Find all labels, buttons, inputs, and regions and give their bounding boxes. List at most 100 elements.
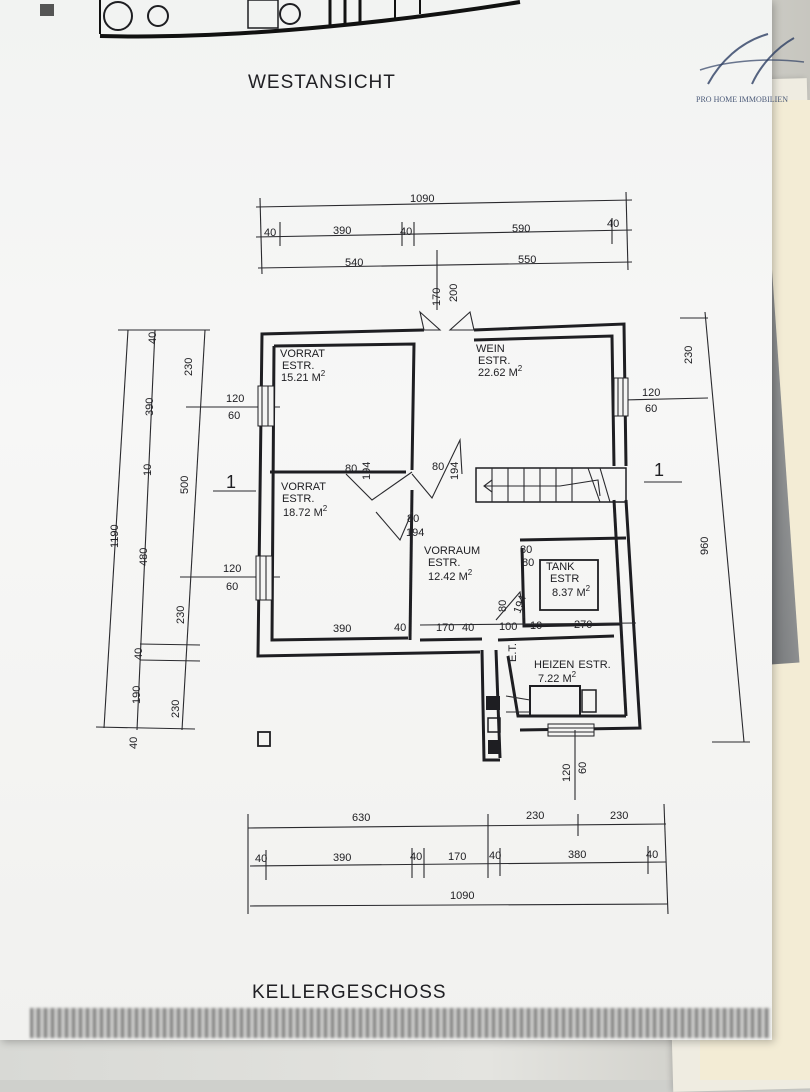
elevation-title: WESTANSICHT <box>248 72 396 93</box>
dim-top2-b: 550 <box>518 254 536 266</box>
dim-bot2-170: 170 <box>448 851 466 863</box>
dim-int-10: 10 <box>530 620 542 632</box>
dim-win-r-60: 60 <box>645 403 657 415</box>
doors <box>345 310 525 621</box>
room-floor: ESTR <box>550 573 579 585</box>
left-dimensions <box>95 329 280 731</box>
dim-top2-a: 540 <box>345 257 363 269</box>
dim-left-total: 1190 <box>109 524 121 548</box>
room-vorrat-1: VORRAT ESTR. 15.21 M2 <box>280 348 326 384</box>
bottom-dimensions <box>247 803 669 915</box>
room-area: 22.62 M2 <box>478 364 523 379</box>
dim-door1-194: 194 <box>361 462 373 480</box>
dim-left-40a: 40 <box>147 332 159 344</box>
room-name: WEIN <box>476 343 505 355</box>
dim-heat-60: 60 <box>577 762 589 774</box>
dim-int-390: 390 <box>333 623 351 635</box>
int-dim-line <box>419 622 637 626</box>
dim-door2-80: 80 <box>432 461 444 473</box>
room-name: VORRAUM <box>424 545 480 557</box>
dim-left-480: 480 <box>138 548 150 566</box>
dim-win-l2-120: 120 <box>223 563 241 575</box>
dim-bot1-230b: 230 <box>610 810 628 822</box>
dim-bot2-40c: 40 <box>489 850 501 862</box>
dim-win-l2-60: 60 <box>226 581 238 593</box>
room-area: 7.22 M2 <box>538 670 577 685</box>
room-area: 12.42 M2 <box>428 568 473 583</box>
et-label: E.T. <box>507 643 519 662</box>
dim-left2-500: 500 <box>179 476 191 494</box>
room-wein: WEIN ESTR. 22.62 M2 <box>476 343 523 379</box>
dim-int-270: 270 <box>574 619 592 631</box>
dim-left-40b: 40 <box>133 648 145 660</box>
dim-left-40c: 40 <box>128 737 140 749</box>
dim-bot1-630: 630 <box>352 812 370 824</box>
dim-door4-194: 194 <box>512 594 530 615</box>
room-name: VORRAT <box>280 348 325 360</box>
dim-top-c: 40 <box>400 226 412 238</box>
dim-top-total: 1090 <box>410 193 434 205</box>
tank-and-boiler <box>257 559 599 754</box>
dim-win-l1-120: 120 <box>226 393 244 405</box>
elevation-drawing-remnant <box>40 0 521 39</box>
top-dimensions <box>255 191 633 310</box>
room-vorraum: VORRAUM ESTR. 12.42 M2 <box>424 545 480 583</box>
dim-door4-80: 80 <box>497 600 509 612</box>
floor-title: KELLERGESCHOSS <box>252 982 447 1003</box>
dim-top-b: 390 <box>333 225 351 237</box>
room-area: 8.37 M2 <box>552 584 591 599</box>
room-tank: TANK ESTR 8.37 M2 <box>546 561 591 599</box>
windows <box>255 377 629 737</box>
dim-tank-80b: 80 <box>522 557 534 569</box>
section-marker-right: 1 <box>654 460 664 480</box>
dim-left-190: 190 <box>131 686 143 704</box>
dim-bot2-380: 380 <box>568 849 586 861</box>
dim-win-r-120: 120 <box>642 387 660 399</box>
copy-smudge <box>30 1008 770 1038</box>
dim-int-40a: 40 <box>394 622 406 634</box>
room-floor: ESTR. <box>282 493 314 505</box>
dim-door-200: 200 <box>448 284 460 302</box>
room-floor: ESTR. <box>282 360 314 372</box>
room-area: 18.72 M2 <box>283 504 328 519</box>
dim-door3-194: 194 <box>406 527 424 539</box>
room-vorrat-2: VORRAT ESTR. 18.72 M2 <box>281 481 328 519</box>
dim-win-l1-60: 60 <box>228 410 240 422</box>
room-floor: ESTR. <box>428 557 460 569</box>
dim-top-a: 40 <box>264 227 276 239</box>
room-name: VORRAT <box>281 481 326 493</box>
dim-top-d: 590 <box>512 223 530 235</box>
dim-right-960: 960 <box>699 537 711 555</box>
dim-heat-120: 120 <box>561 764 573 782</box>
dim-left2-230c: 230 <box>170 700 182 718</box>
room-name: TANK <box>546 561 575 573</box>
watermark-text: PRO HOME IMMOBILIEN <box>696 95 788 104</box>
dim-bot3-1090: 1090 <box>450 890 474 902</box>
dim-bot2-40d: 40 <box>646 849 658 861</box>
dim-int-40b: 40 <box>462 622 474 634</box>
section-marker-left: 1 <box>226 472 236 492</box>
right-dimensions <box>621 311 750 743</box>
dim-bot1-230a: 230 <box>526 810 544 822</box>
dim-int-100: 100 <box>499 621 517 633</box>
room-floor: ESTR. <box>478 355 510 367</box>
dim-top-e: 40 <box>607 218 619 230</box>
dim-door1-80: 80 <box>345 463 357 475</box>
dim-left-390: 390 <box>144 398 156 416</box>
dim-left2-230a: 230 <box>183 358 195 376</box>
plan-paper <box>0 0 772 1040</box>
pro-home-watermark-logo: PRO HOME IMMOBILIEN <box>696 33 805 104</box>
dim-bot2-390: 390 <box>333 852 351 864</box>
dim-left2-230b: 230 <box>175 606 187 624</box>
dim-door-170: 170 <box>431 288 443 306</box>
dim-door2-194: 194 <box>449 462 461 480</box>
dim-tank-80a: 80 <box>520 544 532 556</box>
dim-left-10: 10 <box>142 464 154 476</box>
room-area: 15.21 M2 <box>281 369 326 384</box>
staircase <box>475 467 627 503</box>
dim-right-230: 230 <box>683 346 695 364</box>
dim-bot2-40a: 40 <box>255 853 267 865</box>
